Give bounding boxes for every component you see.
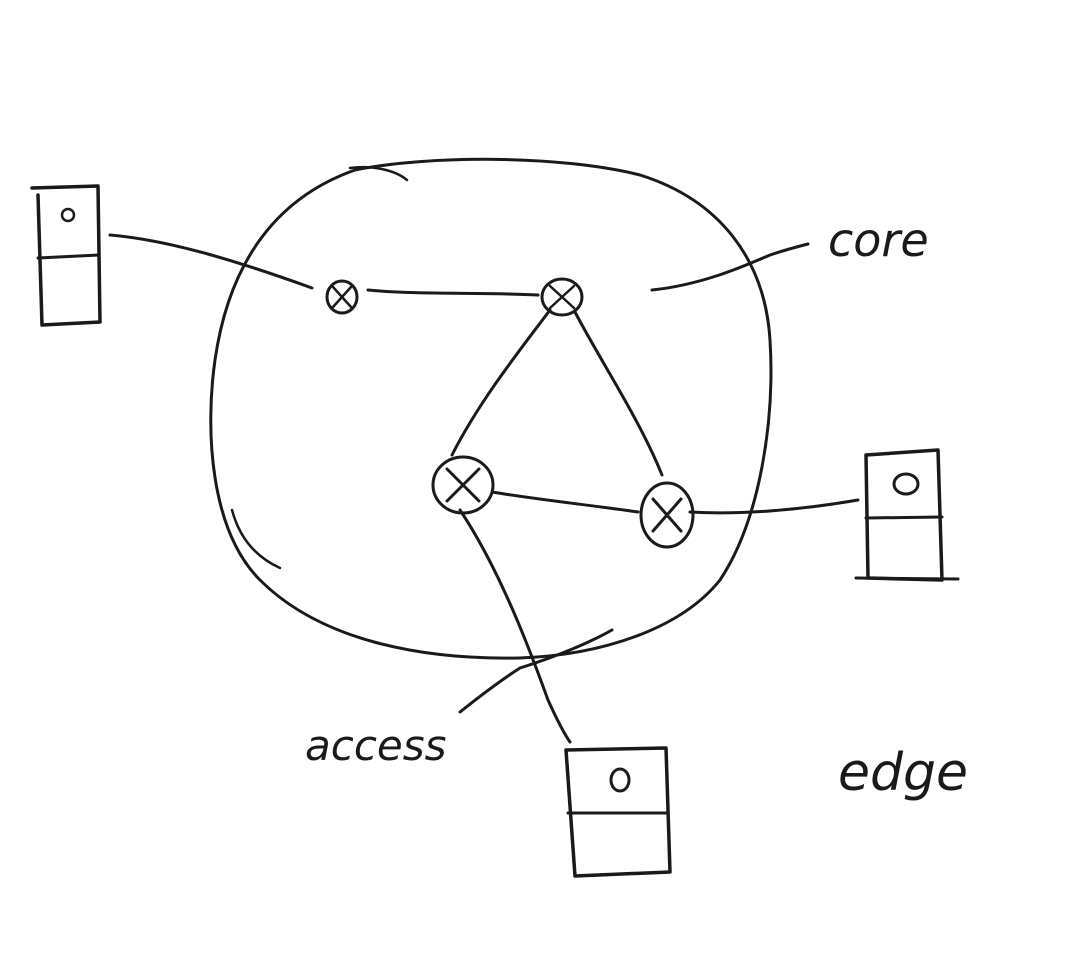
edge-label: edge (838, 743, 968, 803)
core-label: core (828, 213, 929, 267)
core-region-overlap-stroke (348, 165, 409, 182)
router-icon (540, 277, 584, 317)
link-r4-host-right (688, 498, 860, 515)
host-left-icon (30, 184, 102, 327)
link-r3-r4 (490, 490, 640, 514)
link-host-left-r1 (108, 233, 314, 290)
router-icon (325, 279, 359, 315)
host-bottom-icon (564, 746, 672, 878)
link-r3-host-bottom (458, 508, 572, 744)
core-region-overlap-stroke (230, 508, 282, 570)
access-label: access (305, 721, 447, 770)
router-icon (431, 455, 495, 515)
link-r2-r4 (573, 310, 664, 477)
link-r2-r3 (450, 308, 552, 457)
access-leader-line (458, 628, 614, 714)
core-region-boundary (209, 157, 773, 660)
link-r1-r2 (366, 288, 540, 297)
host-right-icon (854, 448, 960, 582)
router-icon (639, 481, 695, 549)
core-leader-line (650, 242, 810, 292)
